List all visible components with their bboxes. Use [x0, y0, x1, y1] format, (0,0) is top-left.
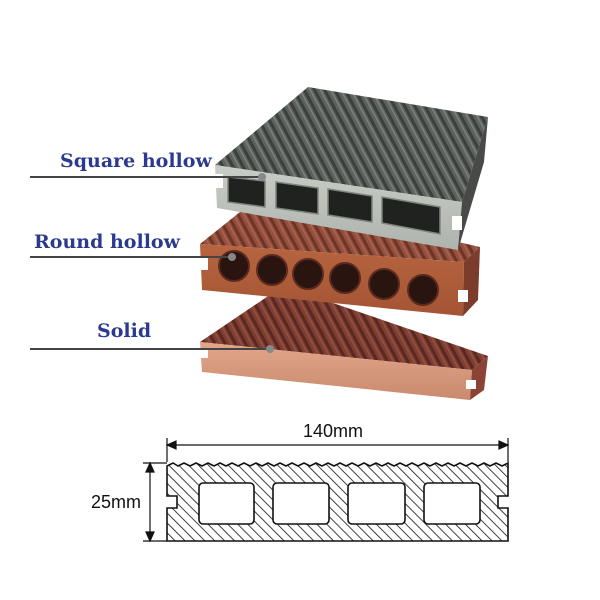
- solid-label: Solid: [97, 320, 152, 342]
- round-hole-2: [256, 254, 288, 286]
- round-hole-6: [407, 274, 439, 306]
- square-hole-3: [327, 188, 373, 223]
- chamber-4: [423, 482, 481, 525]
- chamber-1: [198, 482, 255, 525]
- square-hollow-board: [213, 87, 488, 250]
- square-groove-right: [452, 216, 462, 230]
- leader-dot-square: [258, 173, 266, 181]
- width-label: 140mm: [303, 421, 363, 441]
- thickness-label: 25mm: [91, 492, 141, 512]
- leader-dot-round: [228, 253, 236, 261]
- thickness-dimension: [143, 461, 167, 543]
- width-dimension: [165, 438, 510, 462]
- round-hole-5: [368, 268, 400, 300]
- solid-groove-right: [466, 380, 476, 389]
- square-hole-1: [227, 176, 266, 208]
- round-hollow-label: Round hollow: [34, 231, 180, 253]
- profile-chambers: [198, 482, 481, 525]
- square-hole-4: [381, 196, 441, 235]
- round-holes: [218, 250, 439, 306]
- leader-lines: [30, 173, 274, 353]
- chamber-2: [272, 482, 330, 525]
- round-hole-3: [292, 258, 324, 290]
- solid-groove-left: [198, 349, 208, 358]
- square-holes: [227, 176, 441, 235]
- chamber-3: [347, 482, 406, 525]
- square-hole-2: [275, 181, 319, 215]
- round-hole-1: [218, 250, 250, 282]
- round-hole-4: [329, 262, 361, 294]
- leader-dot-solid: [266, 345, 274, 353]
- round-groove-right: [458, 290, 468, 302]
- cross-section: 140mm 25mm: [91, 421, 510, 543]
- square-hollow-label: Square hollow: [60, 150, 212, 172]
- square-groove-left: [213, 174, 223, 188]
- round-groove-left: [198, 258, 208, 270]
